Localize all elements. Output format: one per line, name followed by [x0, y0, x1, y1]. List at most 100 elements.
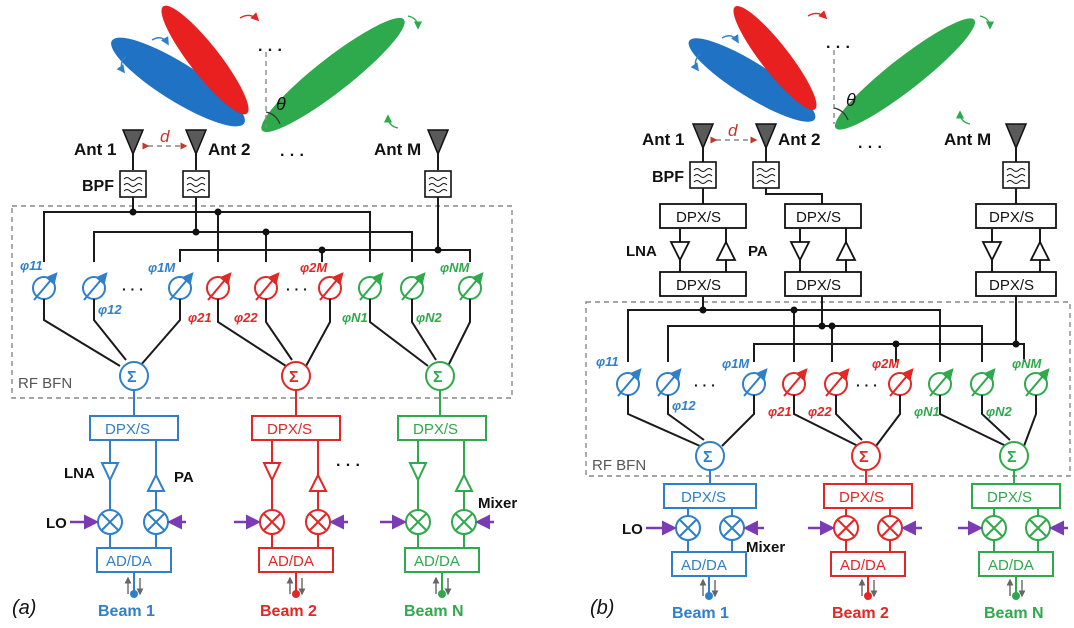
pa-label: PA [174, 469, 194, 486]
pa-icon [146, 472, 166, 492]
antenna-m-icon [426, 129, 450, 156]
phi-label: φ2M [872, 356, 900, 371]
phi-label: φ22 [234, 310, 258, 325]
pa-icon [835, 239, 857, 261]
panel-b: · · · θ Ant 1 d Ant 2 · · · Ant M BPF [585, 6, 1071, 622]
panel-a: · · · θ Ant 1 d Ant 2 · · · Ant M BPF [11, 5, 517, 620]
mixer-label: Mixer [746, 539, 785, 556]
antenna-2-label: Ant 2 [778, 130, 821, 149]
beam2-chain-a: Σ DPX/S AD/DA Beam 2 [234, 361, 348, 620]
beam-label: Beam 2 [832, 605, 889, 622]
svg-text:Σ: Σ [289, 369, 299, 386]
antenna-1-label: Ant 1 [74, 140, 117, 159]
phi-label: φ12 [672, 398, 696, 413]
element-dpx-bottom-m [975, 271, 1057, 297]
svg-text:DPX/S: DPX/S [796, 209, 841, 226]
element-dpx-top-m [975, 203, 1057, 229]
antenna-2-label: Ant 2 [208, 140, 251, 159]
phi-label: φ11 [20, 258, 43, 273]
phi-label: φN1 [342, 310, 368, 325]
beam-label: Beam 1 [672, 605, 729, 622]
bpf-2 [182, 170, 210, 198]
lna-label: LNA [64, 465, 95, 482]
lo-label: LO [46, 515, 67, 532]
dpx-box-beam2 [823, 483, 913, 509]
phi-label: φ2M [300, 260, 328, 275]
phi-label: φ1M [722, 356, 750, 371]
lna-icon [262, 462, 282, 483]
beam-lobe-red [733, 6, 817, 110]
bpf-1 [119, 170, 147, 198]
pa-label: PA [748, 243, 768, 260]
svg-text:AD/DA: AD/DA [681, 557, 727, 574]
phi-label: φ21 [768, 404, 792, 419]
pa-icon [1029, 239, 1051, 261]
svg-text:Σ: Σ [703, 449, 713, 466]
rf-bfn-box-a [11, 205, 513, 399]
svg-text:· · ·: · · · [286, 281, 308, 297]
phi-label: φ21 [188, 310, 212, 325]
pa-icon [454, 472, 474, 492]
svg-text:DPX/S: DPX/S [681, 489, 726, 506]
antenna-2-icon [754, 123, 778, 150]
svg-text:DPX/S: DPX/S [413, 421, 458, 438]
svg-text:· · ·: · · · [826, 39, 851, 56]
phase-shifters-beam1-a: φ11 φ12 φ1M · · · [20, 258, 194, 367]
lna-icon [669, 241, 691, 263]
svg-text:DPX/S: DPX/S [796, 277, 841, 294]
antenna-2-icon [184, 129, 208, 156]
antenna-row-b: Ant 1 d Ant 2 · · · Ant M [642, 121, 1028, 162]
element-dpx-top-1 [659, 203, 747, 229]
bpf-label: BPF [82, 178, 114, 195]
svg-text:DPX/S: DPX/S [267, 421, 312, 438]
beam2-chain-b: Σ DPX/S AD/DA Beam 2 [808, 441, 922, 622]
phase-shifters-beam1-b: φ11 φ12 φ1M · · · [596, 354, 768, 447]
panel-a-caption: (a) [12, 597, 36, 619]
beam-label: Beam N [404, 603, 464, 620]
svg-text:AD/DA: AD/DA [268, 553, 314, 570]
spacing-d-label: d [728, 121, 738, 140]
bpf-2 [752, 161, 780, 189]
antenna-1-icon [121, 129, 145, 156]
bfn-wiring-b [627, 296, 1025, 362]
phi-label: φN2 [416, 310, 443, 325]
theta-label: θ [846, 90, 856, 110]
beamN-chain-a: Σ DPX/S Mixer AD/DA Beam N [380, 361, 517, 620]
svg-text:Σ: Σ [127, 369, 137, 386]
mixer-label: Mixer [478, 495, 517, 512]
beam1-chain-b: Σ DPX/S LO Mixer AD/DA Beam 1 [622, 441, 785, 622]
svg-text:DPX/S: DPX/S [676, 277, 721, 294]
antenna-m-label: Ant M [374, 140, 421, 159]
lna-label: LNA [626, 243, 657, 260]
dpx-box-beam2 [251, 415, 341, 441]
svg-text:· · ·: · · · [336, 457, 361, 474]
pa-icon [715, 239, 737, 261]
antenna-1-icon [691, 123, 715, 150]
bpf-row-b: BPF [652, 161, 1030, 204]
svg-text:AD/DA: AD/DA [988, 557, 1034, 574]
beam-lobe-blue [688, 38, 816, 122]
element-frontends-b: DPX/S DPX/S DPX/S LNA PA [626, 203, 1057, 297]
svg-text:· · ·: · · · [856, 377, 878, 393]
beamN-chain-b: Σ DPX/S AD/DA Beam N [958, 441, 1068, 622]
dpx-box-beam1 [89, 415, 179, 441]
phi-label: φ11 [596, 354, 619, 369]
beam-lobe-green [834, 18, 976, 130]
bfn-wiring-a [43, 197, 471, 262]
phase-shifters-beam2-b: φ21 φ22 φ2M · · · [768, 356, 914, 447]
rf-bfn-box-b [585, 301, 1071, 477]
dpx-box-beam1 [663, 483, 757, 509]
svg-text:DPX/S: DPX/S [987, 489, 1032, 506]
svg-text:DPX/S: DPX/S [839, 489, 884, 506]
phi-label: φ22 [808, 404, 832, 419]
lna-icon [100, 462, 120, 483]
bpf-label: BPF [652, 169, 684, 186]
rf-bfn-label: RF BFN [592, 457, 646, 474]
spacing-d-label: d [160, 127, 170, 146]
svg-text:· · ·: · · · [858, 139, 883, 156]
svg-text:AD/DA: AD/DA [840, 557, 886, 574]
adda-box-beam2 [258, 547, 334, 573]
svg-text:· · ·: · · · [122, 281, 144, 297]
antenna-m-icon [1004, 123, 1028, 150]
